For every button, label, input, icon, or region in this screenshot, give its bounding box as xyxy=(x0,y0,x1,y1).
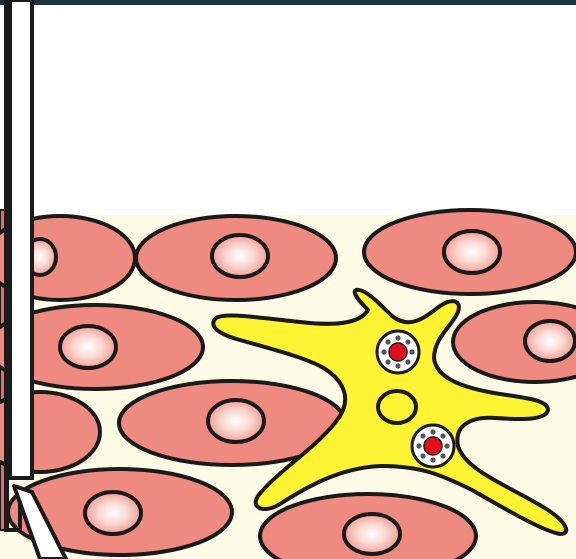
nucleus xyxy=(444,231,500,273)
nucleus xyxy=(344,514,400,554)
nucleus xyxy=(85,492,141,534)
virus-particle xyxy=(412,425,454,467)
virus-particle xyxy=(377,331,419,373)
top-border xyxy=(0,0,576,5)
nucleus xyxy=(208,400,264,442)
nucleus xyxy=(60,326,116,368)
dendritic-nucleus xyxy=(378,391,416,423)
nucleus xyxy=(212,235,268,277)
nucleus xyxy=(525,321,575,361)
